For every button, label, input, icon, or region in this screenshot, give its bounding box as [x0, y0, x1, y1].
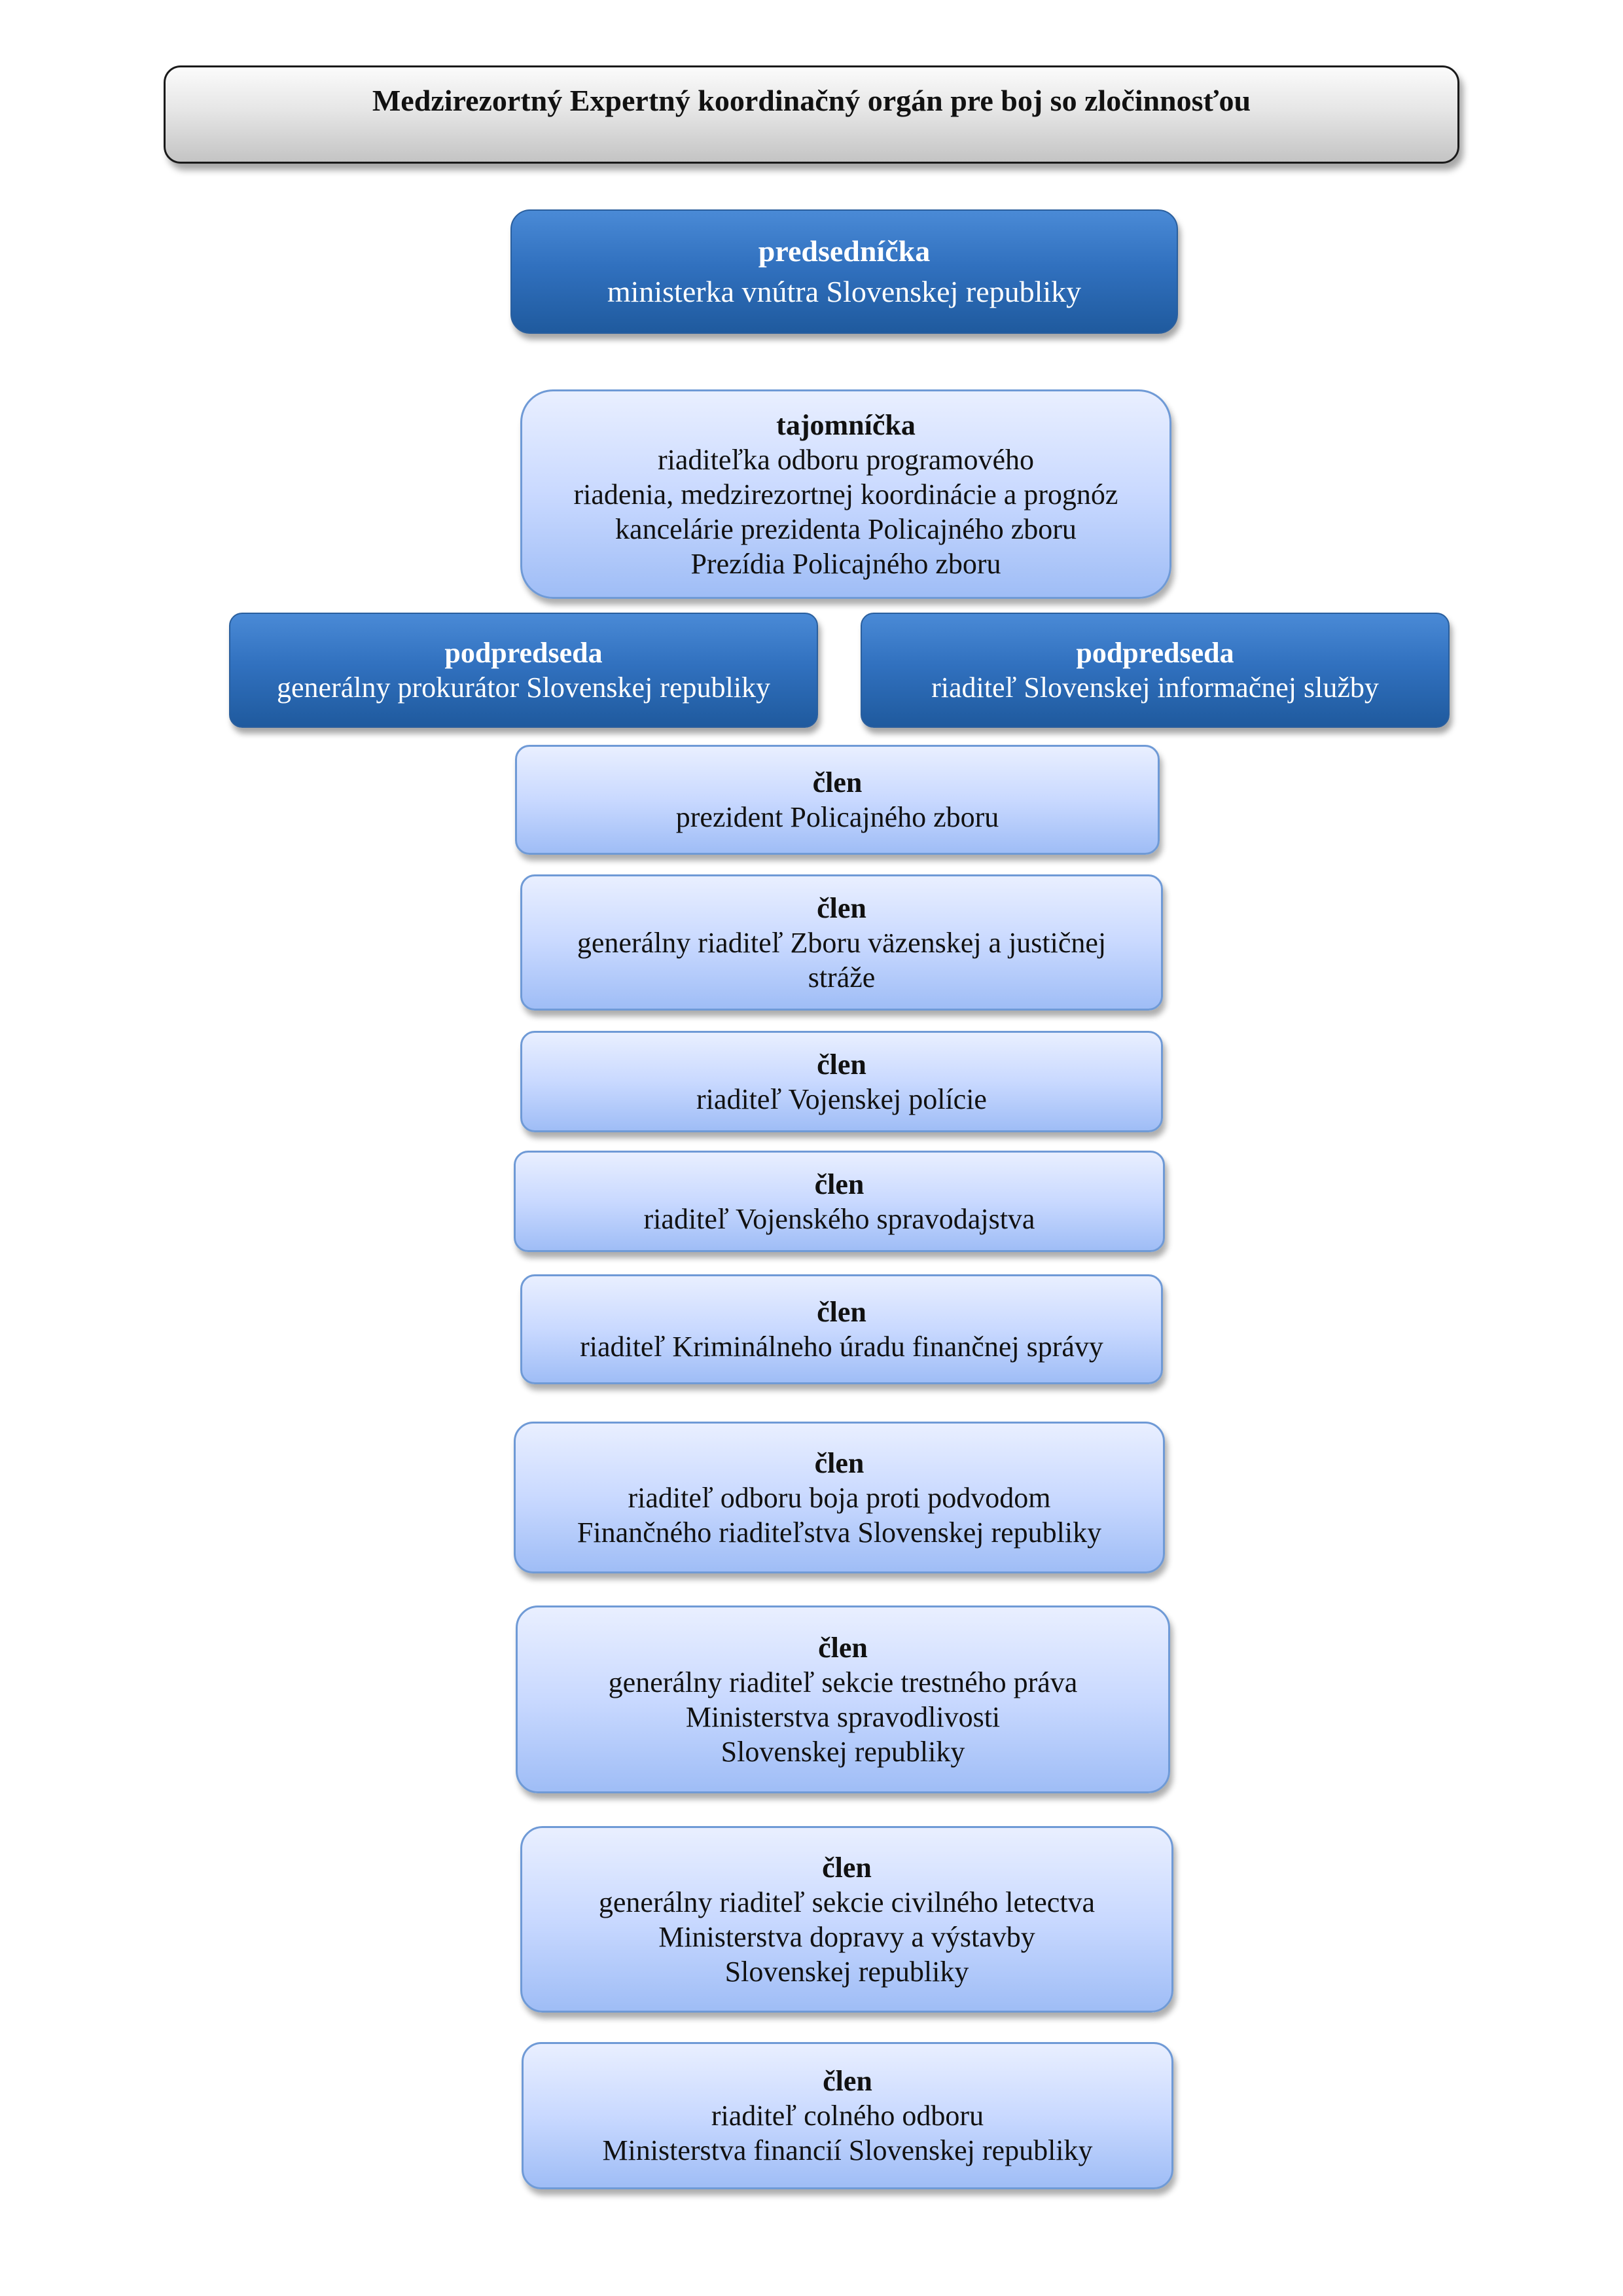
vice-chair-box: podpredseda riaditeľ Slovenskej informač…: [861, 613, 1450, 728]
member-line: riaditeľ Vojenského spravodajstva: [643, 1202, 1035, 1235]
chair-box: predsedníčka ministerka vnútra Slovenske…: [510, 209, 1178, 334]
diagram-title-text: Medzirezortný Expertný koordinačný orgán…: [372, 84, 1251, 117]
secretary-line: riaditeľka odboru programového: [657, 443, 1035, 476]
member-role: člen: [817, 1296, 866, 1328]
member-line: riaditeľ colného odboru: [711, 2100, 984, 2132]
vice-chair-box: podpredseda generálny prokurátor Slovens…: [229, 613, 818, 728]
secretary-line: Prezídia Policajného zboru: [690, 547, 1001, 580]
vice-chair-line: riaditeľ Slovenskej informačnej služby: [931, 672, 1379, 704]
secretary-box: tajomníčka riaditeľka odboru programovéh…: [520, 389, 1171, 599]
member-line: Ministerstva dopravy a výstavby: [658, 1920, 1035, 1953]
member-box: člen prezident Policajného zboru: [515, 745, 1160, 855]
member-line: generálny riaditeľ sekcie civilného lete…: [598, 1886, 1096, 1918]
member-box: člen riaditeľ colného odboru Ministerstv…: [522, 2042, 1173, 2189]
diagram-title: Medzirezortný Expertný koordinačný orgán…: [164, 65, 1459, 164]
member-line: generálny riaditeľ sekcie trestného práv…: [608, 1666, 1078, 1698]
member-role: člen: [812, 766, 863, 798]
member-box: člen generálny riaditeľ Zboru väzenskej …: [520, 874, 1163, 1011]
member-role: člen: [814, 1168, 865, 1200]
member-box: člen generálny riaditeľ sekcie trestného…: [516, 1605, 1170, 1793]
member-line: prezident Policajného zboru: [675, 801, 999, 833]
member-box: člen riaditeľ Vojenskej polície: [520, 1031, 1163, 1132]
member-line: generálny riaditeľ Zboru väzenskej a jus…: [577, 926, 1107, 959]
member-box: člen riaditeľ odboru boja proti podvodom…: [514, 1422, 1165, 1573]
member-line: riaditeľ Kriminálneho úradu finančnej sp…: [580, 1331, 1103, 1363]
member-line: riaditeľ Vojenskej polície: [696, 1083, 987, 1115]
member-line: Slovenskej republiky: [721, 1735, 965, 1768]
member-line: Ministerstva financií Slovenskej republi…: [602, 2134, 1093, 2166]
vice-chair-line: generálny prokurátor Slovenskej republik…: [277, 672, 770, 704]
member-role: člen: [822, 1851, 872, 1884]
member-line: Slovenskej republiky: [724, 1955, 969, 1988]
secretary-line: riadenia, medzirezortnej koordinácie a p…: [573, 478, 1118, 511]
member-box: člen riaditeľ Vojenského spravodajstva: [514, 1151, 1165, 1252]
member-role: člen: [823, 2065, 872, 2097]
chair-line: ministerka vnútra Slovenskej republiky: [607, 275, 1082, 308]
secretary-line: kancelárie prezidenta Policajného zboru: [615, 512, 1077, 545]
member-role: člen: [818, 1631, 868, 1664]
secretary-role: tajomníčka: [776, 408, 916, 441]
member-line: riaditeľ odboru boja proti podvodom: [628, 1481, 1051, 1514]
member-box: člen riaditeľ Kriminálneho úradu finančn…: [520, 1274, 1163, 1384]
member-role: člen: [817, 1048, 866, 1081]
vice-chair-role: podpredseda: [1076, 637, 1234, 669]
member-role: člen: [814, 1446, 865, 1479]
member-line: Finančného riaditeľstva Slovenskej repub…: [577, 1516, 1102, 1549]
member-line: Ministerstva spravodlivosti: [685, 1700, 1001, 1733]
member-role: člen: [817, 891, 866, 924]
chair-role: predsedníčka: [758, 234, 931, 268]
member-box: člen generálny riaditeľ sekcie civilného…: [520, 1826, 1173, 2013]
vice-chair-role: podpredseda: [444, 637, 603, 669]
member-line: stráže: [808, 961, 876, 994]
